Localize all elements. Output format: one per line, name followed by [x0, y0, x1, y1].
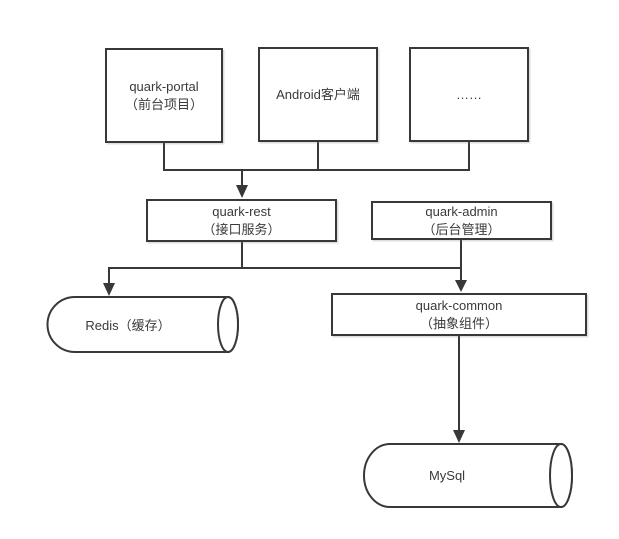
node-quark-portal-subtitle: （前台项目）: [124, 96, 203, 112]
arrowhead-to-rest-icon: [236, 185, 248, 198]
mysql-cylinder-shape: [363, 443, 573, 508]
node-quark-admin: quark-admin （后台管理）: [371, 201, 552, 240]
node-quark-common: quark-common （抽象组件）: [331, 293, 587, 336]
arrowhead-to-redis-icon: [103, 283, 115, 296]
arrowhead-to-mysql-icon: [453, 430, 465, 443]
node-ellipsis-title: ……: [456, 86, 482, 102]
node-quark-common-subtitle: （抽象组件）: [419, 315, 498, 331]
node-quark-rest-subtitle: （接口服务）: [202, 221, 281, 237]
node-quark-portal-title: quark-portal: [129, 78, 199, 94]
node-android-client-title: Android客户端: [276, 86, 360, 102]
arrowhead-to-common-icon: [455, 280, 467, 292]
node-quark-common-title: quark-common: [415, 297, 503, 313]
node-quark-admin-title: quark-admin: [425, 203, 498, 219]
node-quark-rest-title: quark-rest: [212, 203, 271, 219]
node-quark-rest: quark-rest （接口服务）: [146, 199, 337, 242]
node-android-client: Android客户端: [258, 47, 378, 142]
node-quark-admin-subtitle: （后台管理）: [422, 221, 501, 237]
node-quark-portal: quark-portal （前台项目）: [105, 48, 223, 143]
redis-cylinder-shape: [46, 296, 239, 353]
node-ellipsis: ……: [409, 47, 529, 142]
